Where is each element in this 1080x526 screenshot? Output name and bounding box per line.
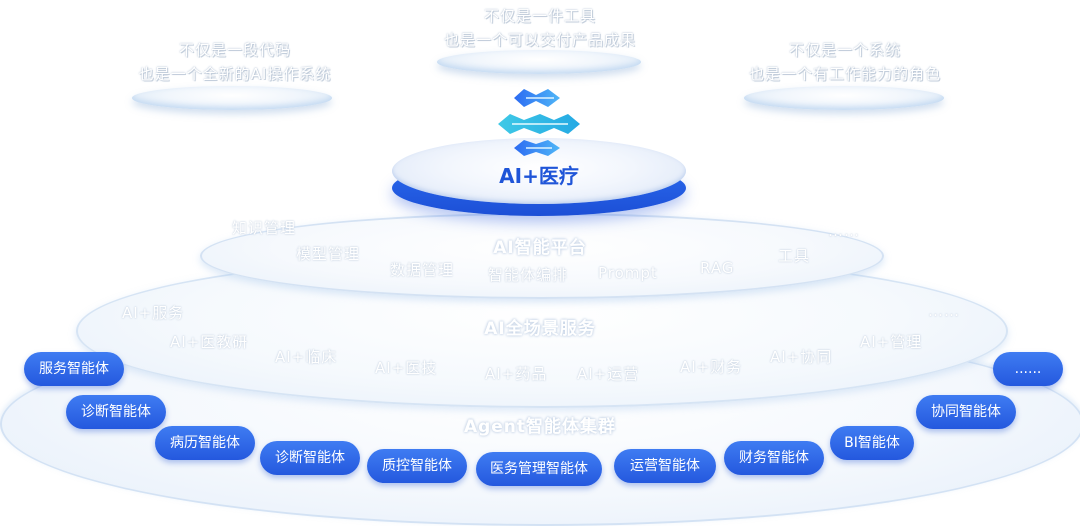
agent-pill-bi[interactable]: BI智能体 bbox=[830, 426, 914, 460]
agent-pill-collaboration[interactable]: 协同智能体 bbox=[916, 395, 1016, 429]
core-label: AI+医疗 bbox=[499, 164, 579, 188]
platform-item-4: 智能体编排 bbox=[488, 266, 569, 284]
platform-item-5: Prompt bbox=[598, 264, 658, 282]
agent-pill-more[interactable]: ...... bbox=[993, 352, 1063, 386]
agent-pill-quality-control[interactable]: 质控智能体 bbox=[367, 449, 467, 483]
platform-ring bbox=[200, 213, 884, 299]
cloud-right: 不仅是一个系统 也是一个有工作能力的角色 bbox=[730, 36, 960, 116]
cloud-center: 不仅是一件工具 也是一个可以交付产品成果 bbox=[425, 2, 655, 78]
cloud-center-line1: 不仅是一件工具 bbox=[483, 7, 596, 25]
cloud-right-line1: 不仅是一个系统 bbox=[788, 41, 901, 59]
agent-pill-medical-admin[interactable]: 医务管理智能体 bbox=[476, 452, 602, 486]
agent-pill-operations[interactable]: 运营智能体 bbox=[614, 449, 716, 483]
agent-pill-finance[interactable]: 财务智能体 bbox=[724, 441, 824, 475]
services-item-4: AI+医技 bbox=[375, 359, 438, 377]
cloud-right-line2: 也是一个有工作能力的角色 bbox=[748, 65, 941, 83]
agent-pill-service[interactable]: 服务智能体 bbox=[24, 352, 124, 386]
platform-item-2: 模型管理 bbox=[296, 245, 361, 263]
cloud-left-disc bbox=[132, 86, 332, 110]
cloud-left-line2: 也是一个全新的AI操作系统 bbox=[138, 65, 332, 83]
platform-more: …… bbox=[828, 222, 860, 240]
services-item-6: AI+运营 bbox=[577, 365, 640, 383]
services-item-5: AI+药品 bbox=[485, 365, 548, 383]
cloud-center-line2: 也是一个可以交付产品成果 bbox=[443, 31, 636, 49]
cloud-left-line1: 不仅是一段代码 bbox=[178, 41, 291, 59]
agent-cluster-title: Agent智能体集群 bbox=[463, 417, 617, 437]
services-item-7: AI+财务 bbox=[680, 358, 743, 376]
platform-item-6: RAG bbox=[700, 259, 735, 277]
services-title: AI全场景服务 bbox=[484, 319, 596, 339]
platform-item-3: 数据管理 bbox=[390, 261, 455, 279]
services-item-8: AI+协同 bbox=[770, 348, 833, 366]
services-more: …… bbox=[928, 302, 960, 320]
services-item-2: AI+医教研 bbox=[170, 333, 249, 351]
agent-pill-medical-record[interactable]: 病历智能体 bbox=[155, 426, 255, 460]
services-item-3: AI+临床 bbox=[275, 348, 338, 366]
cloud-left: 不仅是一段代码 也是一个全新的AI操作系统 bbox=[120, 36, 350, 116]
services-item-9: AI+管理 bbox=[860, 333, 923, 351]
agent-pill-diagnosis-2[interactable]: 诊断智能体 bbox=[260, 441, 360, 475]
services-item-1: AI+服务 bbox=[122, 304, 185, 322]
platform-item-7: 工具 bbox=[778, 247, 811, 265]
agent-pill-diagnosis-1[interactable]: 诊断智能体 bbox=[66, 395, 166, 429]
cloud-center-disc bbox=[437, 50, 641, 74]
ai-logo-icon bbox=[498, 89, 580, 156]
platform-item-1: 知识管理 bbox=[232, 219, 297, 237]
cloud-right-disc bbox=[744, 86, 944, 110]
platform-title: AI智能平台 bbox=[493, 238, 587, 258]
